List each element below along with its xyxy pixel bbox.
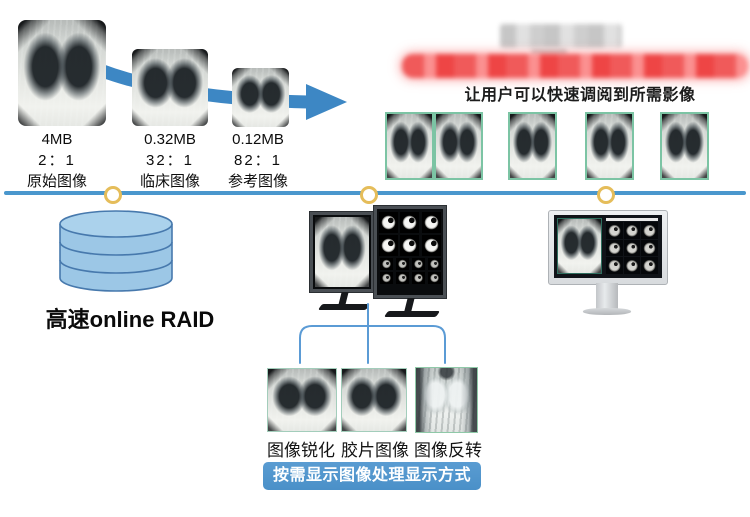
processing-connector-lines: [299, 303, 446, 364]
stage-ratio-text: 32：1: [145, 152, 195, 169]
review-workstation-monitor: [548, 210, 670, 316]
diagnostic-dual-monitor: [308, 204, 448, 334]
xray-monitor-screen: [310, 212, 374, 292]
screen-toolbar-strip: [606, 218, 658, 221]
monitor-xray-image: [315, 217, 369, 287]
stage-name-text: 临床图像: [139, 173, 200, 190]
database-cylinder-icon: [59, 210, 173, 292]
timeline-node-review: [597, 186, 615, 204]
monitor-screen: [554, 215, 662, 278]
xray-clinical-image: [132, 49, 208, 126]
stage-name-text: 参考图像: [227, 173, 288, 190]
stage-name-text: 原始图像: [26, 173, 87, 190]
stage-size-text: 4MB: [41, 131, 73, 148]
stage-ratio-text: 2：1: [38, 152, 76, 169]
stage-size-text: 0.12MB: [232, 131, 284, 148]
processing-banner: 按需显示图像处理显示方式: [263, 462, 481, 490]
monitor-frame: [548, 210, 668, 285]
retrieval-caption: 让用户可以快速调阅到所需影像: [464, 87, 696, 104]
mode-label-invert: 图像反转: [414, 441, 482, 460]
stage-size-text: 0.32MB: [144, 131, 196, 148]
inverted-xray-image: [415, 367, 478, 433]
film-xray-image: [341, 368, 407, 432]
storage-label: 高速online RAID: [45, 307, 215, 332]
monitor-stand-neck: [596, 283, 618, 309]
timeline-node-diagnostic: [360, 186, 378, 204]
screen-xray-image: [557, 218, 602, 274]
retrieved-thumbnail-4: [585, 112, 634, 180]
stage-ratio-text: 82：1: [233, 152, 283, 169]
stage-reference-label-group: 0.12MB 82：1 参考图像: [202, 129, 314, 192]
redacted-gray-smudge: [531, 48, 567, 56]
sharpened-xray-image: [267, 368, 337, 432]
retrieved-thumbnail-2: [434, 112, 483, 180]
ct-monitor-screen: [374, 206, 446, 298]
mode-label-sharpen: 图像锐化: [267, 441, 335, 460]
xray-original-image: [18, 20, 106, 126]
stage-clinical-label-group: 0.32MB 32：1 临床图像: [114, 129, 226, 192]
retrieved-thumbnail-1: [385, 112, 434, 180]
stage-original-label-group: 4MB 2：1 原始图像: [1, 129, 113, 192]
retrieved-thumbnail-3: [508, 112, 557, 180]
monitor-stand-base: [583, 308, 631, 315]
timeline-node-storage: [104, 186, 122, 204]
retrieved-thumbnail-5: [660, 112, 709, 180]
mode-label-film: 胶片图像: [341, 441, 409, 460]
redacted-red-highlight: [402, 54, 748, 78]
screen-ct-grid: [606, 222, 658, 274]
redacted-gray-text: [500, 24, 622, 48]
xray-reference-image: [232, 68, 289, 127]
